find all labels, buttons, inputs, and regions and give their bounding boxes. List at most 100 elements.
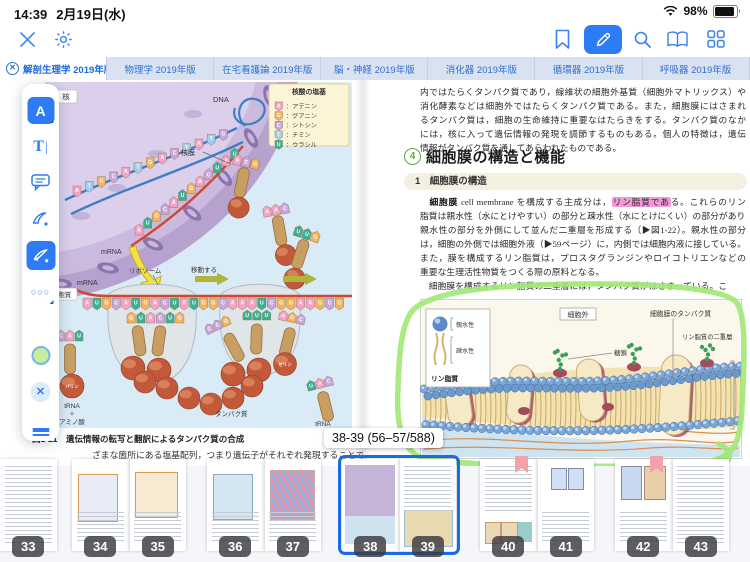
annotation-toolbar: A T| ○○○ ✕ — [22, 84, 59, 441]
svg-text:リボソーム: リボソーム — [129, 267, 162, 275]
grid-icon[interactable] — [703, 26, 729, 52]
svg-text:：グアニン: ：グアニン — [286, 112, 317, 120]
thumbnail-page-42[interactable]: 42 — [615, 456, 672, 557]
svg-text:mRNA: mRNA — [77, 280, 98, 287]
svg-text:A: A — [231, 301, 235, 307]
close-icon[interactable] — [14, 26, 40, 52]
svg-text:U: U — [134, 301, 138, 307]
thumbnail-group-33: 33 — [0, 459, 57, 557]
svg-text:細胞外: 細胞外 — [568, 310, 589, 319]
svg-text:移動する: 移動する — [191, 265, 217, 274]
section-heading: 4 細胞膜の構造と機能 — [404, 146, 566, 166]
annotate-pen-button[interactable] — [584, 25, 622, 54]
thumbnail-group-36-37: 36 37 — [207, 459, 321, 557]
thumbnail-page-39[interactable]: 39 — [398, 459, 456, 557]
svg-text:T: T — [88, 183, 92, 189]
thumbnail-page-41[interactable]: 41 — [536, 459, 594, 557]
svg-text:：チミン: ：チミン — [286, 132, 311, 139]
tab-3[interactable]: 脳・神経 2019年版 — [321, 57, 429, 80]
gear-icon[interactable] — [50, 26, 76, 52]
thumbnail-badge-34: 34 — [84, 536, 117, 557]
svg-text:C: C — [298, 317, 303, 324]
svg-text:：シトシン: ：シトシン — [286, 123, 317, 130]
color-swatch[interactable] — [27, 342, 54, 369]
text-line: るタンパク質は，細胞の生命維持に重要なはたらきをする。タンパク質のなか — [420, 115, 746, 125]
annotation-close-icon[interactable]: ✕ — [27, 378, 54, 405]
svg-text:A: A — [235, 157, 240, 164]
svg-text:A: A — [124, 301, 128, 307]
thumbnail-page-38[interactable]: 38 — [342, 459, 399, 557]
tab-1[interactable]: 物理学 2019年版 — [107, 57, 215, 80]
svg-text:核膜: 核膜 — [181, 148, 195, 157]
svg-text:C: C — [173, 150, 177, 156]
svg-text:DNA: DNA — [213, 95, 229, 104]
pen-tool[interactable] — [27, 205, 54, 232]
svg-text:A: A — [250, 301, 254, 307]
section-title: 細胞膜の構造と機能 — [426, 148, 566, 166]
thumbnail-page-36[interactable]: 36 — [207, 459, 264, 557]
svg-text:C: C — [163, 207, 167, 213]
svg-text:細胞膜のタンパク質: 細胞膜のタンパク質 — [650, 309, 711, 318]
svg-text:U: U — [277, 142, 281, 148]
tab-4[interactable]: 消化器 2019年版 — [428, 57, 536, 80]
svg-text:T: T — [210, 136, 214, 142]
more-tools[interactable]: ○○○ — [27, 278, 54, 305]
thumbnail-badge-33: 33 — [12, 536, 45, 557]
tab-5[interactable]: 循環器 2019年版 — [535, 57, 643, 80]
svg-text:核: 核 — [62, 92, 70, 102]
svg-text:A: A — [182, 301, 186, 307]
thumbnail-badge-40: 40 — [492, 536, 525, 557]
thumbnail-badge-36: 36 — [219, 536, 252, 557]
body-text-partial: ざまな箇所にある塩基配列，つまり遺伝子がそれぞれ発現することで合成され — [92, 450, 364, 460]
tab-6[interactable]: 呼吸器 2019年版 — [643, 57, 750, 80]
search-icon[interactable] — [629, 26, 655, 52]
svg-text:T: T — [277, 132, 280, 138]
svg-text:C: C — [207, 326, 213, 333]
marker-tool-selected[interactable] — [26, 241, 55, 270]
text-line: 細胞膜 cell membrane を構成する主成分は，リン脂質である。これらの… — [429, 197, 746, 207]
svg-text:U: U — [139, 316, 143, 322]
bookmark-icon[interactable] — [549, 26, 575, 52]
svg-text:G: G — [312, 234, 318, 241]
thumbnail-page-33[interactable]: 33 — [0, 459, 57, 557]
text-line: 親水性の部分を外側にして並んだ二重層を形成する（▶図1-22）。親水性の部分 — [420, 225, 746, 235]
svg-text:G: G — [277, 113, 281, 119]
book-page-right[interactable]: 情報がタンパク質を通してあらわれたものである。には，核に入って遺伝情報の発現を調… — [363, 80, 750, 470]
svg-text:糖鎖: 糖鎖 — [614, 348, 628, 357]
svg-text:G: G — [211, 301, 215, 307]
svg-text:A: A — [281, 313, 286, 320]
thumbnail-page-34[interactable]: 34 — [72, 459, 129, 557]
svg-text:U: U — [255, 313, 259, 319]
svg-text:U: U — [168, 316, 172, 322]
text-line: 消化酵素などは細胞外ではたらくタンパク質である。また，細胞膜にはさまれ — [420, 101, 746, 111]
thumbnail-page-40[interactable]: 40 — [480, 456, 537, 557]
toolbar-drag-handle[interactable] — [27, 415, 54, 442]
wifi-icon — [664, 5, 678, 16]
highlight-text-tool[interactable]: A — [27, 97, 54, 124]
svg-text:A: A — [124, 169, 128, 175]
text-line: 脂質は親水性（水にとけやすい）の部分と疎水性（水にとけにくい）の部分があり， — [420, 211, 746, 221]
svg-text:U: U — [265, 313, 269, 319]
tab-2[interactable]: 在宅看護論 2019年版 — [214, 57, 322, 80]
text-tool[interactable]: T| — [33, 137, 48, 155]
text-line: 内ではたらくタンパク質であり，線維状の細胞外基質（細胞外マトリックス）や — [420, 87, 746, 97]
svg-text:A: A — [198, 179, 202, 185]
tab-0[interactable]: ✕解剖生理学 2019年版 — [0, 57, 108, 80]
svg-text:リン脂質: リン脂質 — [431, 374, 458, 383]
thumbnail-page-37[interactable]: 37 — [263, 459, 321, 557]
page-gutter — [355, 80, 371, 470]
svg-text:タンパク質: タンパク質 — [215, 409, 248, 418]
thumbnail-page-43[interactable]: 43 — [671, 459, 729, 557]
svg-text:A: A — [299, 301, 303, 307]
book-icon[interactable] — [664, 26, 690, 52]
tab-close-icon[interactable]: ✕ — [6, 62, 19, 75]
svg-text:tRNA: tRNA — [315, 421, 331, 428]
comment-tool[interactable] — [27, 168, 54, 195]
top-toolbar — [0, 22, 750, 57]
svg-text:U: U — [245, 313, 249, 319]
thumbnail-page-35[interactable]: 35 — [128, 459, 186, 557]
